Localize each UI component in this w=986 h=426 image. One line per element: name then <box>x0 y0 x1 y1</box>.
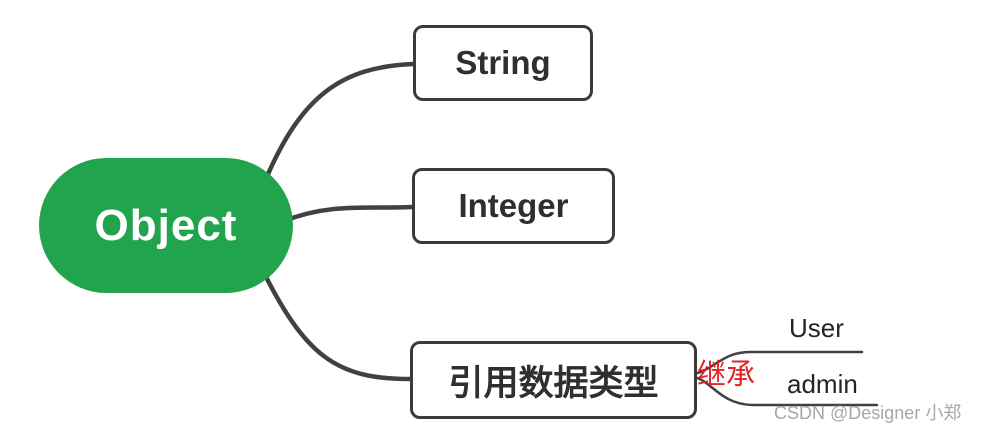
edge-reference-admin <box>692 375 879 407</box>
node-string-label: String <box>455 44 551 81</box>
node-reference-data-type: 引用数据类型 <box>410 341 697 419</box>
edge-object-integer <box>281 204 415 224</box>
node-integer-label: Integer <box>458 187 569 224</box>
edge-reference-user <box>692 350 864 376</box>
edge-label-inheritance: 继承 <box>697 359 756 391</box>
node-string: String <box>413 25 593 101</box>
node-reference-data-type-label: 引用数据类型 <box>448 363 659 403</box>
node-user-label: User <box>789 313 844 343</box>
node-object: Object <box>39 158 293 293</box>
node-object-label: Object <box>94 200 238 250</box>
node-admin-label: admin <box>787 369 858 399</box>
csdn-watermark: CSDN @Designer 小郑 <box>774 403 962 423</box>
edge-object-reference <box>258 264 413 382</box>
node-integer: Integer <box>412 168 615 244</box>
edge-object-string <box>260 61 416 189</box>
